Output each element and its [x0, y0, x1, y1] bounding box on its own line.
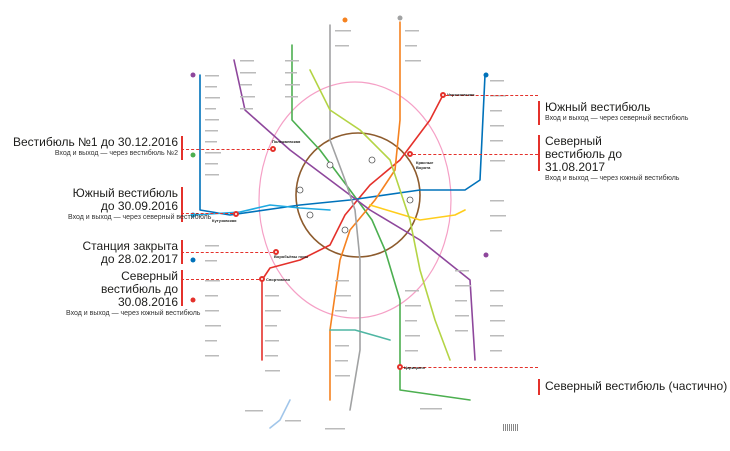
- connector-5: [446, 95, 538, 96]
- callout-title: Северный вестибюль до 30.08.2016: [101, 269, 178, 309]
- station-marker-vorobyovy-gory: [273, 249, 279, 255]
- serpukhovskaya-line: [329, 24, 361, 411]
- callout-north-vestibule-2017: Северный вестибюль до 31.08.2017 Вход и …: [545, 134, 680, 183]
- metro-lines: [194, 21, 486, 429]
- callout-south-vestibule: Южный вестибюль Вход и выход — через сев…: [545, 101, 688, 123]
- callout-title: Южный вестибюль: [545, 100, 651, 114]
- callout-north-vestibule-partial: Северный вестибюль (частично): [545, 380, 727, 393]
- callout-north-vestibule-08: Северный вестибюль до 30.08.2016 Вход и …: [66, 269, 201, 318]
- kakhovskaya-line: [329, 329, 391, 341]
- callout-title: Станция закрыта до 28.02.2017: [82, 239, 179, 266]
- kalininskaya-line: [369, 204, 466, 221]
- ring-line: [295, 132, 421, 258]
- arbatsko-line: [199, 74, 486, 216]
- connector-3: [181, 252, 273, 253]
- callout-bar-2: [181, 187, 183, 222]
- callout-title: Южный вестибюль до 30.09.2016: [72, 186, 178, 213]
- station-marker-tsaritsyno: [397, 364, 403, 370]
- connector-1: [181, 149, 270, 150]
- connector-2: [181, 213, 233, 214]
- lyublinskaya-line: [309, 69, 451, 361]
- station-label-tsaritsyno: Царицыно: [404, 365, 425, 370]
- station-label-polezhaevskaya: Полежаевская: [272, 139, 301, 144]
- callout-vestibule-1: Вестибюль №1 до 30.12.2016 Вход и выход …: [13, 136, 178, 158]
- zamoskvoretskaya-line: [291, 44, 471, 401]
- callout-bar-3: [181, 240, 183, 264]
- transfer-stations: [296, 156, 414, 234]
- butovskaya-line: [269, 399, 291, 429]
- mcc-line: [258, 81, 452, 319]
- station-ticks: [205, 30, 506, 430]
- callout-title: Северный вестибюль до 31.08.2017: [545, 134, 622, 174]
- station-label-kutuzovskaya: Кутузовская: [212, 218, 237, 223]
- sokolnicheskaya-line: [261, 94, 444, 361]
- callout-bar-5: [538, 101, 540, 125]
- station-marker-krasnye-vorota: [407, 151, 413, 157]
- callout-bar-1: [181, 136, 183, 160]
- callout-title: Северный вестибюль (частично): [545, 379, 728, 393]
- callout-note: Вход и выход — через вестибюль №2: [54, 150, 178, 157]
- station-marker-sportivnaya: [259, 276, 265, 282]
- callout-title: Вестибюль №1 до 30.12.2016: [12, 135, 178, 149]
- station-label-sportivnaya: Спортивная: [266, 277, 290, 282]
- station-marker-cherkizovskaya: [440, 92, 446, 98]
- station-marker-kutuzovskaya: [233, 211, 239, 217]
- kaluzhsko-line: [329, 21, 401, 401]
- callout-south-vestibule-09: Южный вестибюль до 30.09.2016 Вход и вых…: [68, 186, 212, 222]
- connector-7: [403, 367, 538, 368]
- callout-bar-4: [181, 270, 183, 306]
- callout-note: Вход и выход — через северный вестибюль: [68, 214, 212, 221]
- callout-note: Вход и выход — через южный вестибюль: [66, 310, 201, 317]
- connector-4: [181, 279, 259, 280]
- callout-station-closed: Станция закрыта до 28.02.2017: [78, 239, 179, 266]
- callout-bar-6: [538, 135, 540, 171]
- barcode: [503, 424, 519, 431]
- station-label-krasnye-vorota: Красные Ворота: [416, 160, 434, 170]
- callout-note: Вход и выход — через северный вестибюль: [545, 115, 689, 122]
- callout-note: Вход и выход — через южный вестибюль: [545, 175, 680, 182]
- connector-6: [413, 154, 538, 155]
- station-label-cherkizovskaya: Черкизовская: [447, 92, 475, 97]
- left-legend: [190, 15, 489, 303]
- station-label-vorobyovy-gory: Воробьёвы горы: [274, 254, 309, 259]
- callout-bar-7: [538, 379, 540, 395]
- station-marker-polezhaevskaya: [270, 146, 276, 152]
